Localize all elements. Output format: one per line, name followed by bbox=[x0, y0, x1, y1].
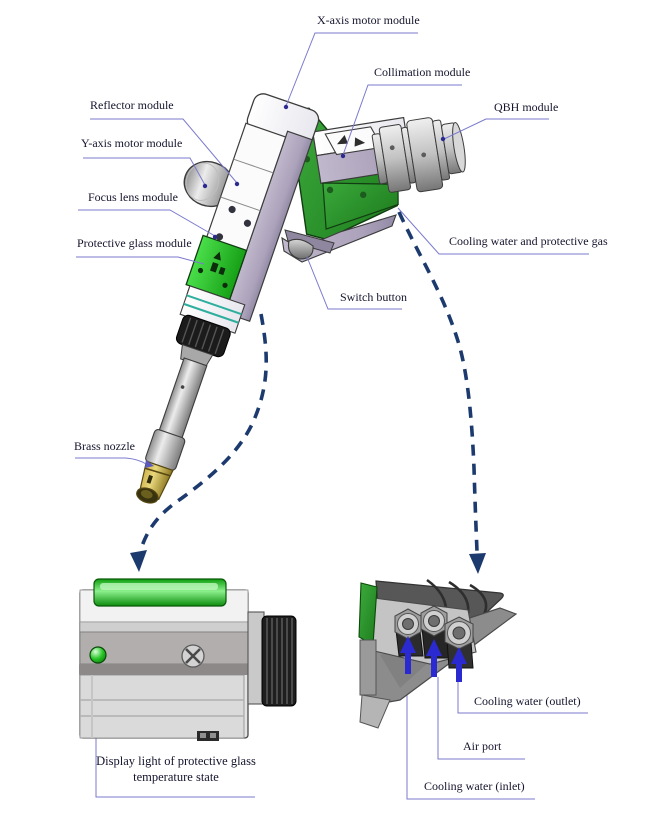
label-air-port: Air port bbox=[463, 739, 502, 753]
label-qbh: QBH module bbox=[494, 100, 559, 114]
label-cooling-water-gas: Cooling water and protective gas bbox=[449, 234, 608, 248]
port-connectors bbox=[394, 605, 474, 650]
label-display-light: Display light of protective glass temper… bbox=[96, 754, 256, 784]
screw-icon bbox=[181, 644, 205, 668]
label-cooling-inlet: Cooling water (inlet) bbox=[424, 779, 525, 793]
label-brass-nozzle: Brass nozzle bbox=[74, 439, 135, 453]
label-y-axis-motor: Y-axis motor module bbox=[81, 136, 183, 150]
gun-main-body bbox=[136, 93, 320, 504]
label-cooling-outlet: Cooling water (outlet) bbox=[474, 694, 581, 708]
label-switch-button: Switch button bbox=[340, 290, 408, 304]
label-collimation: Collimation module bbox=[374, 65, 471, 79]
display-light-led bbox=[89, 646, 107, 664]
protective-glass-part bbox=[185, 234, 248, 301]
qbh-part bbox=[371, 117, 466, 193]
dashed-arrow-right bbox=[397, 211, 486, 574]
label-reflector: Reflector module bbox=[90, 98, 174, 112]
inset-protective-glass-view bbox=[79, 578, 297, 741]
dashed-arrow-left bbox=[130, 313, 269, 572]
label-focus-lens: Focus lens module bbox=[88, 190, 178, 204]
collimation-arm bbox=[303, 116, 466, 230]
brass-nozzle-part bbox=[136, 460, 174, 504]
inset-ports-view bbox=[358, 578, 518, 729]
switch-button-part bbox=[284, 229, 335, 260]
label-x-axis-motor: X-axis motor module bbox=[317, 13, 420, 27]
blue-port-arrows bbox=[400, 636, 467, 682]
label-protective-glass: Protective glass module bbox=[77, 236, 192, 250]
focus-knob-knurled bbox=[261, 615, 297, 707]
